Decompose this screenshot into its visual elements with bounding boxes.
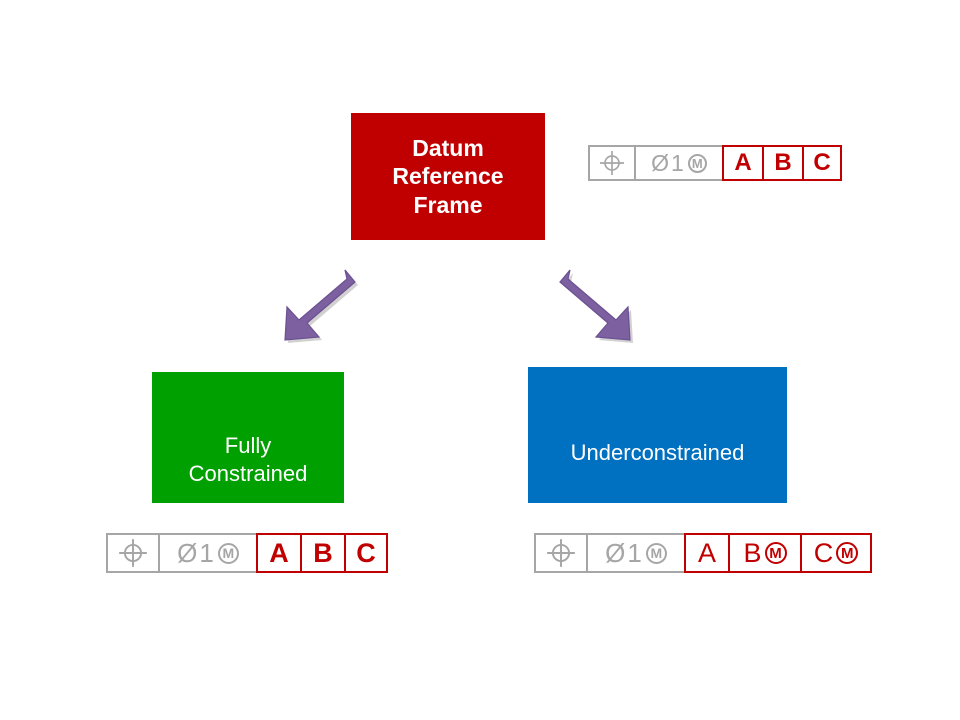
datum-letter: A — [697, 537, 716, 568]
position-symbol-cell — [534, 533, 586, 573]
arrow-down-left-icon — [284, 269, 358, 343]
datum-cell-b: B — [762, 145, 802, 181]
position-symbol-icon — [119, 539, 147, 567]
datum-letter: A — [734, 149, 752, 176]
position-symbol-cell — [106, 533, 158, 573]
diameter-symbol: Ø — [177, 537, 198, 568]
fully-constrained-box: Fully Constrained — [152, 372, 344, 503]
mmc-modifier-icon: M — [687, 153, 707, 173]
datum-cell-c: C — [344, 533, 388, 573]
fully-constrained-label: Fully Constrained — [188, 433, 308, 486]
datum-cell-a: A — [684, 533, 728, 573]
position-symbol-cell — [588, 145, 634, 181]
diameter-symbol: Ø — [651, 149, 670, 176]
underconstrained-box: Underconstrained — [528, 367, 787, 503]
position-symbol-icon — [600, 151, 624, 175]
tolerance-number: 1 — [199, 537, 214, 568]
mmc-modifier-icon: M — [645, 542, 667, 564]
mmb-modifier-icon: M — [836, 542, 859, 564]
datum-cell-c: C M — [800, 533, 872, 573]
datum-reference-frame-box: Datum Reference Frame — [351, 113, 545, 240]
datum-letter: A — [269, 537, 289, 568]
tolerance-number: 1 — [627, 537, 642, 568]
datum-cell-a: A — [722, 145, 762, 181]
datum-letter: C — [356, 537, 376, 568]
mmc-modifier-icon: M — [217, 542, 239, 564]
position-symbol-icon — [547, 539, 575, 567]
datum-reference-frame-label: Datum Reference Frame — [392, 134, 504, 218]
datum-letter: C — [813, 537, 834, 568]
tolerance-number: 1 — [671, 149, 684, 176]
underconstrained-label: Underconstrained — [570, 440, 745, 466]
datum-letter: B — [313, 537, 333, 568]
diameter-symbol: Ø — [605, 537, 626, 568]
arrow-down-right-icon — [559, 269, 633, 343]
datum-letter: B — [774, 149, 792, 176]
datum-cell-a: A — [256, 533, 300, 573]
datum-cell-c: C — [802, 145, 842, 181]
datum-letter: B — [743, 537, 762, 568]
datum-letter: C — [813, 149, 831, 176]
datum-cell-b: B M — [728, 533, 800, 573]
mmb-modifier-icon: M — [764, 542, 787, 564]
datum-cell-b: B — [300, 533, 344, 573]
